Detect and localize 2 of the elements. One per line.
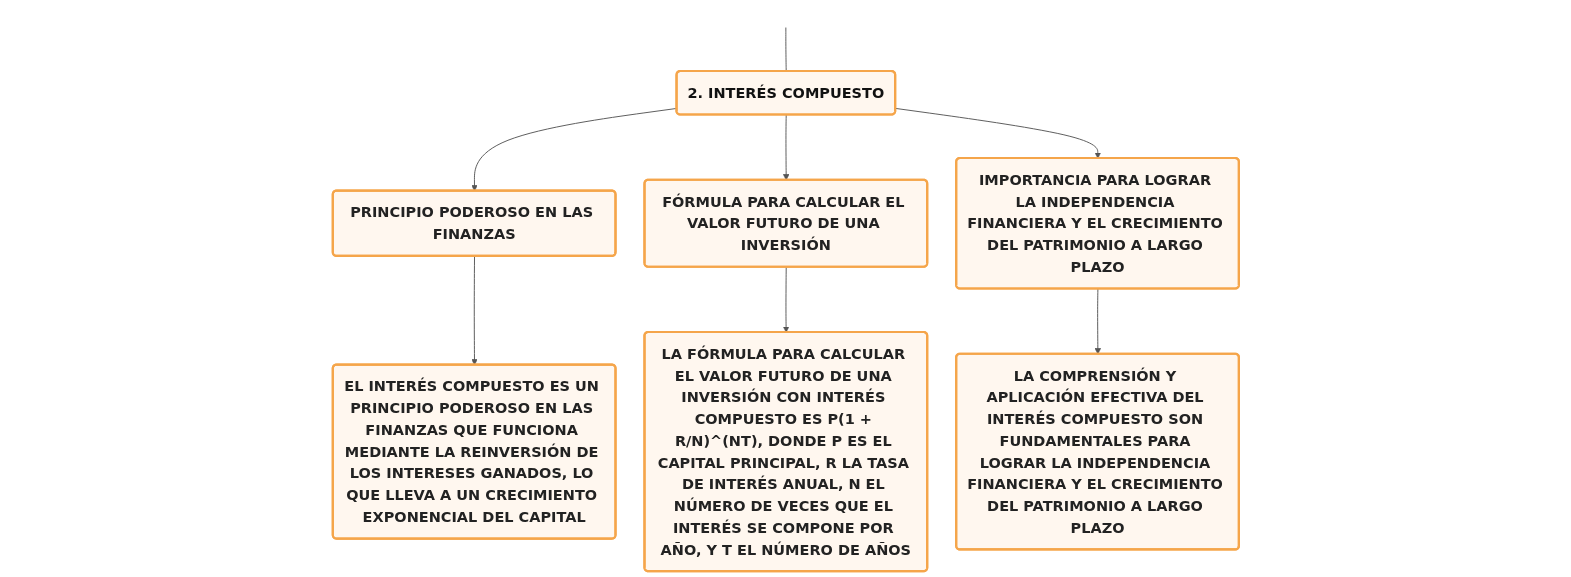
concept-map: 2. INTERÉS COMPUESTO PRINCIPIO PODEROSO EN LAS FINANZAS FÓRMULA PARA CALCULAR EL VALOR FUTURO DE UNA INVERSIÓN IMPORTANCIA PARA LOGRAR LA INDEPENDENCIA FINANCIERA Y EL CRECIMIENTO DEL PATRIMONIO A LARGO PLAZO EL INTERÉS COMPUESTO ES UN PRINCIPIO PODEROSO EN LAS FINANZAS QUE FUNCIONA MEDIANTE LA REINVERSIÓN DE LOS INTERESES GANADOS, LO QUE LLEVA A UN CRECIMIENTO EXPONENCIAL DEL CAPITAL LA FÓRMULA PARA CALCULAR EL VALOR FUTURO DE UNA INVERSIÓN CON INTERÉS COMPUESTO ES P(1 + R/N)^(NT), DONDE P ES EL CAPITAL PRINCIPAL, R LA TASA DE INTERÉS ANUAL, N EL NÚMERO DE VECES QUE EL INTERÉS SE COMPONE POR AÑO, Y T EL NÚMERO DE AÑOS LA COMPRENSIÓN Y APLICACIÓN EFECTIVA DEL INTERÉS COMPUESTO SON FUNDAMENTALES PARA LOGRAR LA INDEPENDENCIA FINANCIERA Y EL CRECIMIENTO DEL PATRIMONIO A LARGO PLAZO <box>326 0 1245 577</box>
connector <box>785 27 787 72</box>
